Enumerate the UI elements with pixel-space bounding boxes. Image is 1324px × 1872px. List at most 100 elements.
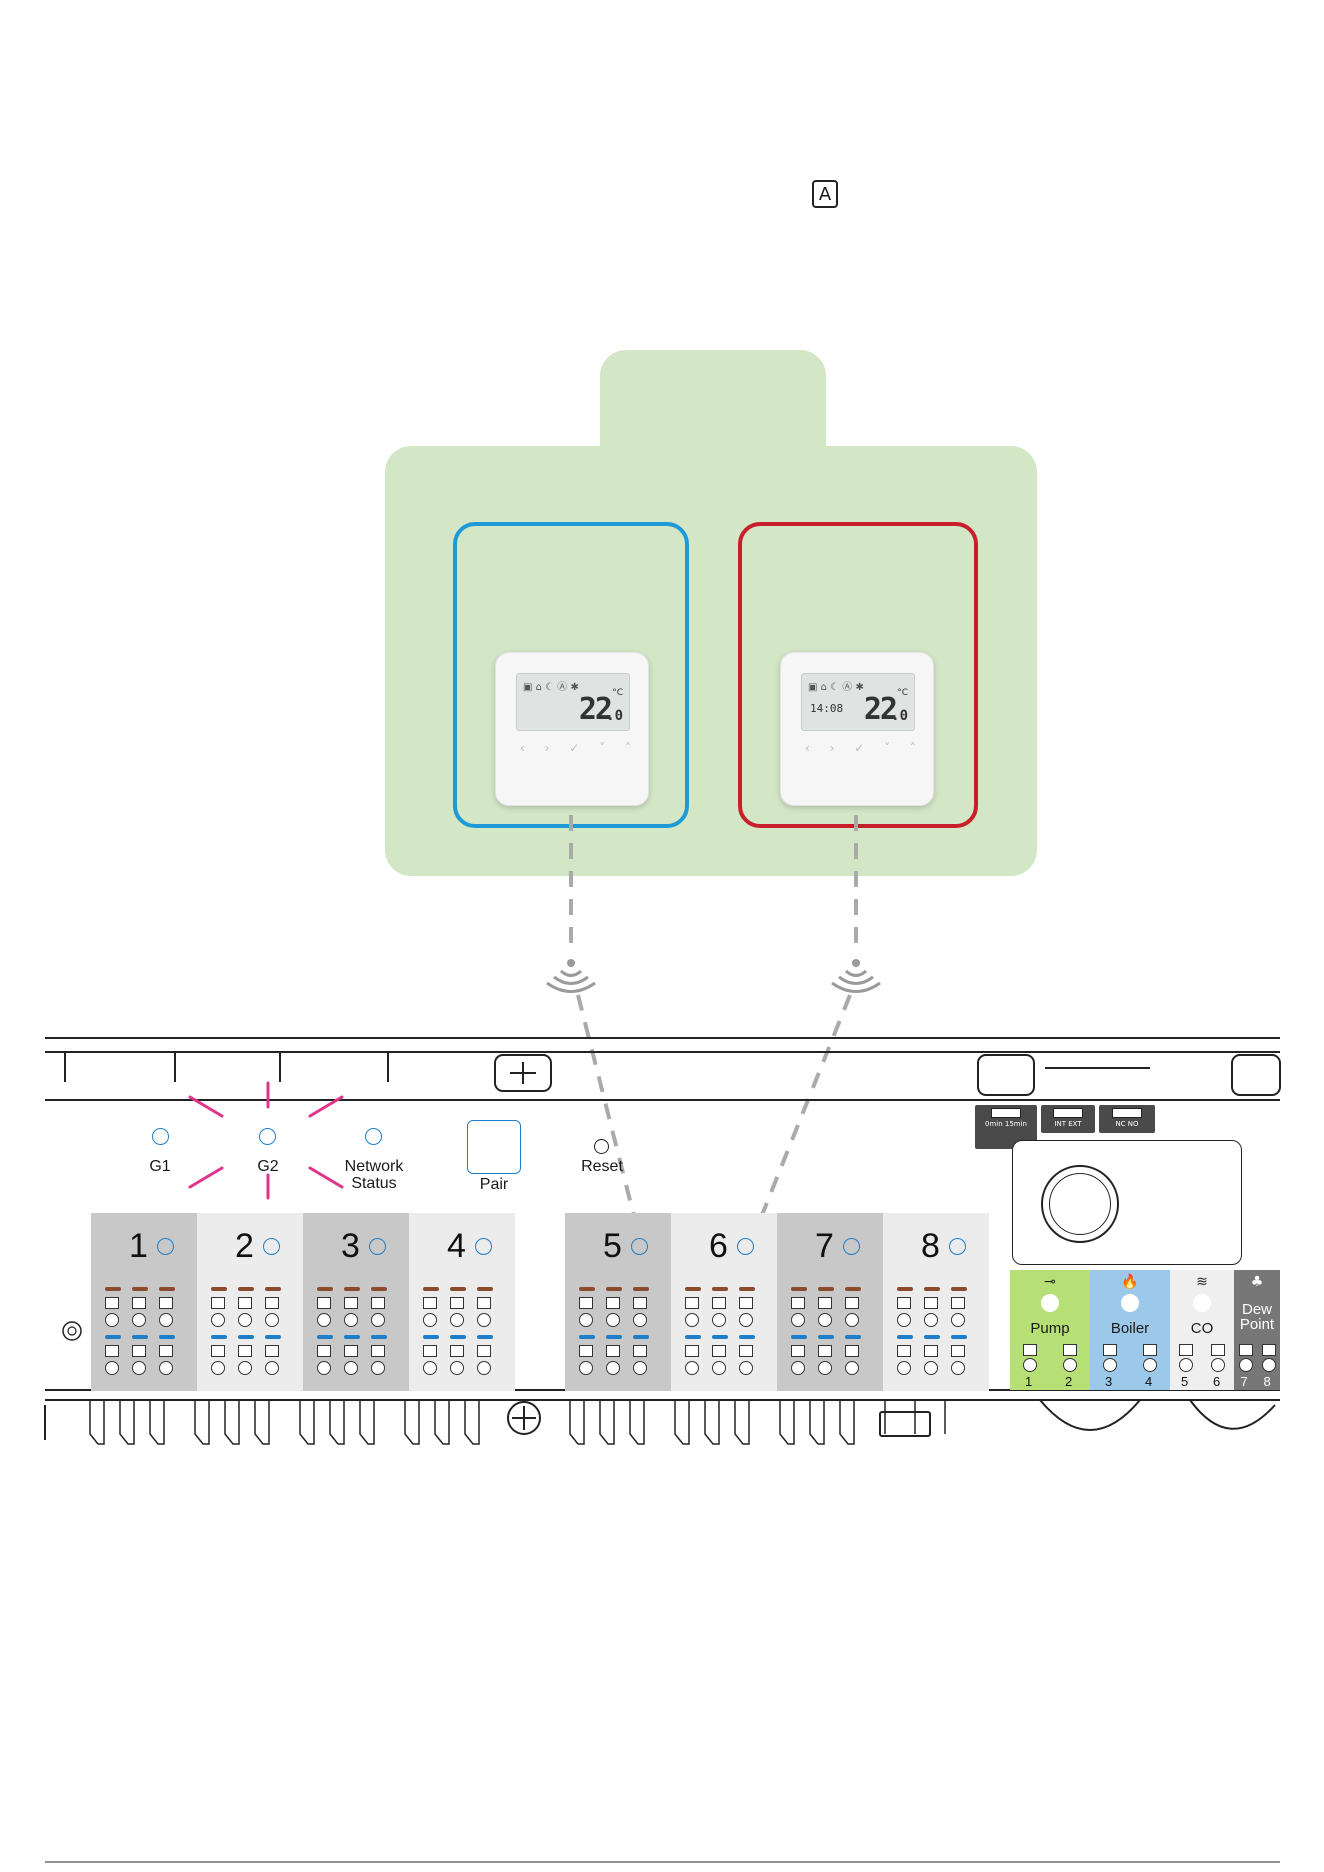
terminal-slot[interactable] xyxy=(633,1297,647,1309)
terminal-release[interactable] xyxy=(450,1361,464,1375)
terminal-release[interactable] xyxy=(211,1313,225,1327)
terminal-slot[interactable] xyxy=(1143,1344,1157,1356)
terminal-release[interactable] xyxy=(1262,1358,1276,1372)
terminal-release[interactable] xyxy=(238,1361,252,1375)
rotary-dial[interactable] xyxy=(1041,1165,1119,1243)
terminal-slot[interactable] xyxy=(712,1297,726,1309)
terminal-release[interactable] xyxy=(344,1361,358,1375)
terminal-slot[interactable] xyxy=(132,1297,146,1309)
terminal-slot[interactable] xyxy=(211,1297,225,1309)
terminal-release[interactable] xyxy=(739,1361,753,1375)
terminal-slot[interactable] xyxy=(685,1345,699,1357)
terminal-release[interactable] xyxy=(739,1313,753,1327)
terminal-slot[interactable] xyxy=(951,1297,965,1309)
terminal-slot[interactable] xyxy=(1023,1344,1037,1356)
terminal-slot[interactable] xyxy=(105,1297,119,1309)
terminal-slot[interactable] xyxy=(1179,1344,1193,1356)
terminal-slot[interactable] xyxy=(317,1345,331,1357)
terminal-slot[interactable] xyxy=(685,1297,699,1309)
terminal-release[interactable] xyxy=(317,1361,331,1375)
terminal-release[interactable] xyxy=(1239,1358,1253,1372)
terminal-slot[interactable] xyxy=(739,1345,753,1357)
terminal-slot[interactable] xyxy=(265,1345,279,1357)
terminal-release[interactable] xyxy=(450,1313,464,1327)
terminal-release[interactable] xyxy=(924,1361,938,1375)
pair-button[interactable] xyxy=(467,1120,521,1174)
terminal-slot[interactable] xyxy=(1239,1344,1253,1356)
terminal-release[interactable] xyxy=(951,1361,965,1375)
terminal-release[interactable] xyxy=(1063,1358,1077,1372)
terminal-release[interactable] xyxy=(579,1361,593,1375)
terminal-slot[interactable] xyxy=(344,1345,358,1357)
terminal-release[interactable] xyxy=(423,1313,437,1327)
terminal-slot[interactable] xyxy=(450,1345,464,1357)
terminal-release[interactable] xyxy=(924,1313,938,1327)
terminal-release[interactable] xyxy=(1103,1358,1117,1372)
terminal-release[interactable] xyxy=(211,1361,225,1375)
terminal-release[interactable] xyxy=(897,1361,911,1375)
terminal-slot[interactable] xyxy=(818,1345,832,1357)
terminal-slot[interactable] xyxy=(579,1297,593,1309)
terminal-slot[interactable] xyxy=(712,1345,726,1357)
terminal-release[interactable] xyxy=(685,1313,699,1327)
terminal-slot[interactable] xyxy=(951,1345,965,1357)
terminal-slot[interactable] xyxy=(238,1345,252,1357)
terminal-slot[interactable] xyxy=(132,1345,146,1357)
terminal-release[interactable] xyxy=(371,1313,385,1327)
terminal-release[interactable] xyxy=(132,1313,146,1327)
terminal-slot[interactable] xyxy=(579,1345,593,1357)
terminal-slot[interactable] xyxy=(633,1345,647,1357)
terminal-slot[interactable] xyxy=(238,1297,252,1309)
terminal-slot[interactable] xyxy=(1063,1344,1077,1356)
terminal-slot[interactable] xyxy=(1211,1344,1225,1356)
nc-no-switch[interactable]: NC NO xyxy=(1099,1105,1155,1133)
terminal-release[interactable] xyxy=(344,1313,358,1327)
terminal-release[interactable] xyxy=(818,1313,832,1327)
terminal-release[interactable] xyxy=(1211,1358,1225,1372)
terminal-release[interactable] xyxy=(712,1313,726,1327)
terminal-release[interactable] xyxy=(897,1313,911,1327)
terminal-release[interactable] xyxy=(818,1361,832,1375)
terminal-release[interactable] xyxy=(1023,1358,1037,1372)
terminal-slot[interactable] xyxy=(818,1297,832,1309)
terminal-release[interactable] xyxy=(477,1313,491,1327)
terminal-release[interactable] xyxy=(317,1313,331,1327)
terminal-slot[interactable] xyxy=(159,1297,173,1309)
terminal-release[interactable] xyxy=(633,1361,647,1375)
terminal-slot[interactable] xyxy=(423,1345,437,1357)
terminal-release[interactable] xyxy=(371,1361,385,1375)
terminal-release[interactable] xyxy=(159,1313,173,1327)
terminal-release[interactable] xyxy=(845,1361,859,1375)
terminal-slot[interactable] xyxy=(791,1297,805,1309)
terminal-slot[interactable] xyxy=(924,1345,938,1357)
dip-switch-toggle[interactable] xyxy=(1053,1108,1083,1118)
terminal-slot[interactable] xyxy=(739,1297,753,1309)
terminal-slot[interactable] xyxy=(450,1297,464,1309)
terminal-slot[interactable] xyxy=(371,1345,385,1357)
terminal-release[interactable] xyxy=(712,1361,726,1375)
terminal-slot[interactable] xyxy=(477,1345,491,1357)
terminal-release[interactable] xyxy=(791,1313,805,1327)
terminal-release[interactable] xyxy=(606,1361,620,1375)
terminal-release[interactable] xyxy=(1143,1358,1157,1372)
dip-switch-toggle[interactable] xyxy=(1112,1108,1142,1118)
terminal-release[interactable] xyxy=(579,1313,593,1327)
terminal-release[interactable] xyxy=(238,1313,252,1327)
int-ext-switch[interactable]: INT EXT xyxy=(1041,1105,1095,1133)
terminal-release[interactable] xyxy=(477,1361,491,1375)
terminal-slot[interactable] xyxy=(265,1297,279,1309)
reset-button[interactable] xyxy=(594,1139,609,1154)
terminal-slot[interactable] xyxy=(477,1297,491,1309)
terminal-slot[interactable] xyxy=(317,1297,331,1309)
terminal-slot[interactable] xyxy=(606,1297,620,1309)
terminal-release[interactable] xyxy=(159,1361,173,1375)
terminal-release[interactable] xyxy=(105,1313,119,1327)
terminal-release[interactable] xyxy=(633,1313,647,1327)
terminal-slot[interactable] xyxy=(105,1345,119,1357)
terminal-release[interactable] xyxy=(265,1361,279,1375)
terminal-slot[interactable] xyxy=(1103,1344,1117,1356)
terminal-slot[interactable] xyxy=(606,1345,620,1357)
terminal-release[interactable] xyxy=(423,1361,437,1375)
terminal-slot[interactable] xyxy=(845,1345,859,1357)
dip-switch-toggle[interactable] xyxy=(991,1108,1021,1118)
